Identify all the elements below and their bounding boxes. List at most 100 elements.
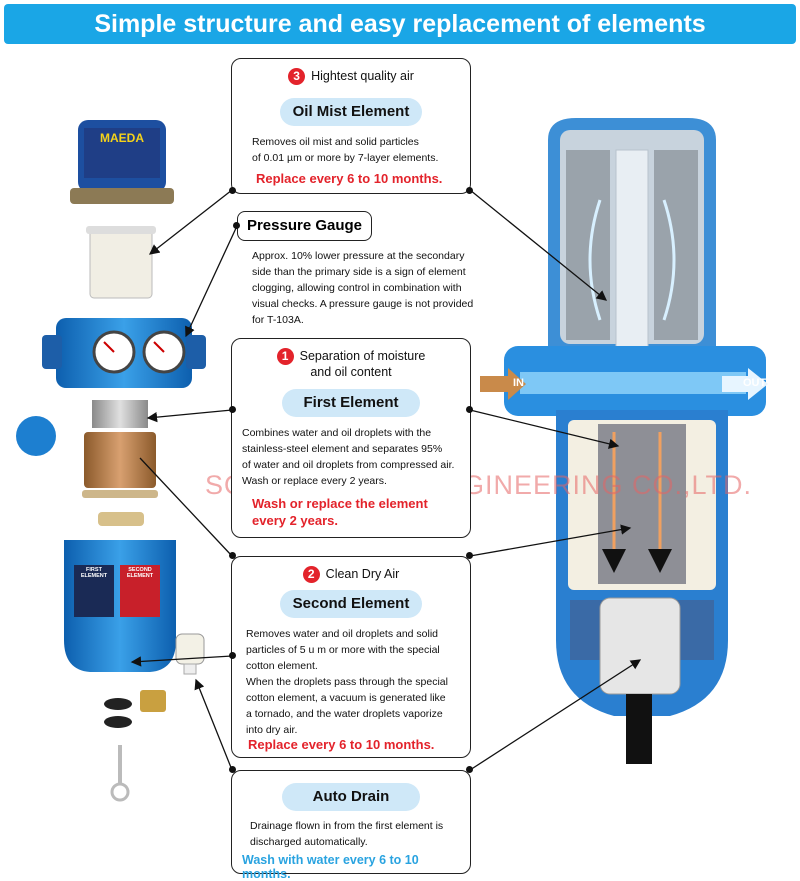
second-element-desc-1: Removes water and oil droplets and solid: [246, 628, 439, 640]
first-element-cartridge: [84, 432, 156, 488]
oil-mist-cartridge: [89, 229, 153, 299]
connector-dot: [229, 187, 236, 194]
connector-dot: [466, 187, 473, 194]
side-valve-badge: [16, 416, 56, 456]
oil-mist-desc-2: of 0.01 µm or more by 7-layer elements.: [252, 152, 439, 164]
connector-gauge: [185, 225, 238, 338]
pressure-gauge-desc-3: clogging, allowing control in combinatio…: [252, 282, 462, 294]
pressure-gauge-desc-4: visual checks. A pressure gauge is not p…: [252, 298, 474, 310]
connector-dot: [466, 766, 473, 773]
connector-dot: [466, 552, 473, 559]
connector-first-left: [146, 409, 233, 423]
drain-valve: [140, 690, 166, 712]
flow-arrow-top-right: [662, 199, 676, 321]
second-element-box: 2 Clean Dry Air Second Element Removes wa…: [231, 556, 471, 758]
element-ring: [82, 490, 158, 498]
connector-dot: [229, 552, 236, 559]
washer-top: [104, 698, 132, 710]
connector-drain-right: [469, 659, 642, 771]
cap-ring: [70, 188, 174, 204]
maeda-label: [84, 128, 160, 178]
first-element-desc-2: stainless-steel element and separates 95…: [242, 443, 443, 455]
gauge-right-needle: [153, 341, 165, 353]
bowl-label-second: [120, 565, 160, 617]
oil-mist-desc-1: Removes oil mist and solid particles: [252, 136, 419, 148]
steel-tube: [92, 400, 148, 428]
second-element-number: 2: [302, 566, 320, 584]
pressure-gauge-desc-2: side than the primary side is a sign of …: [252, 266, 466, 278]
first-element-desc-3: of water and oil droplets from compresse…: [242, 459, 455, 471]
first-element-core: [598, 424, 686, 584]
connector-dot: [466, 406, 473, 413]
cutaway-illustration: [480, 118, 768, 764]
connector-first-right: [469, 409, 620, 449]
connector-dot: [229, 766, 236, 773]
second-element-desc-2: particles of 5 u m or more with the spec…: [246, 644, 440, 656]
first-element-replace-2: every 2 years.: [252, 513, 339, 528]
first-element-replace-1: Wash or replace the element: [252, 496, 428, 511]
first-element-header: 1 Separation of moisture: [232, 348, 470, 366]
page-title: Simple structure and easy replacement of…: [4, 4, 796, 44]
connector-second-right: [469, 524, 632, 557]
brand-label: MAEDA: [100, 131, 144, 145]
in-flow-arrow: [480, 368, 526, 400]
auto-drain-wash: Wash with water every 6 to 10 months.: [242, 853, 419, 881]
connector-drain-left: [194, 678, 233, 771]
connector-first-bottom: [139, 457, 233, 557]
second-element-desc-7: into dry air.: [246, 724, 298, 736]
second-element-desc-3: cotton element.: [246, 660, 318, 672]
connector-second-left: [130, 655, 233, 667]
first-element-number: 1: [276, 348, 294, 366]
connector-oil-mist-left: [148, 189, 233, 255]
oil-mist-box: 3 Hightest quality air Oil Mist Element R…: [231, 58, 471, 194]
oil-mist-replace: Replace every 6 to 10 months.: [256, 171, 443, 186]
first-element-header-2: and oil content: [310, 365, 392, 379]
second-element-title: Second Element: [280, 590, 422, 618]
first-element-header-1: Separation of moisture: [299, 349, 426, 363]
drain-hose: [626, 694, 652, 764]
out-flow-arrow: [722, 368, 768, 400]
connector-oil-mist-right: [469, 189, 608, 301]
auto-drain-stem: [183, 663, 197, 675]
second-element-header: 2 Clean Dry Air: [232, 566, 470, 584]
exploded-product-illustration: [16, 120, 206, 802]
element-ring-lower: [98, 512, 144, 526]
mist-element-right: [654, 150, 698, 340]
center-tube: [615, 149, 649, 351]
pressure-gauge-desc-5: for T-103A.: [252, 314, 304, 326]
oil-mist-header: 3 Hightest quality air: [232, 68, 470, 86]
flow-channel: [520, 372, 746, 394]
oil-mist-header-text: Hightest quality air: [311, 69, 414, 83]
gauge-left-needle: [103, 341, 115, 353]
connector-dot: [229, 652, 236, 659]
connectors: [130, 189, 642, 771]
auto-drain-title: Auto Drain: [282, 783, 420, 811]
first-element-title: First Element: [282, 389, 420, 417]
auto-drain-cutaway: [599, 597, 681, 695]
cup-label-second: SECOND ELEMENT: [126, 567, 154, 579]
mist-element-left: [566, 150, 610, 340]
out-label: OUT: [743, 377, 767, 389]
flow-arrow-top-left: [588, 199, 602, 321]
second-element-desc-4: When the droplets pass through the speci…: [246, 676, 448, 688]
head-inlet-port: [42, 335, 62, 369]
bowl-label-first: [74, 565, 114, 617]
head-outlet-port: [186, 335, 206, 369]
auto-drain-desc-1: Drainage flown in from the first element…: [250, 820, 444, 832]
washer-bottom: [104, 716, 132, 728]
oil-mist-cartridge-top: [86, 226, 156, 234]
drain-ring: [110, 782, 130, 802]
oil-mist-title: Oil Mist Element: [280, 98, 422, 126]
pressure-gauge-desc-1: Approx. 10% lower pressure at the second…: [252, 250, 465, 262]
auto-drain-box: Auto Drain Drainage flown in from the fi…: [231, 770, 471, 881]
second-element-replace: Replace every 6 to 10 months.: [248, 737, 435, 752]
second-element-desc-5: cotton element, a vacuum is generated li…: [246, 692, 446, 704]
oil-mist-number: 3: [288, 68, 306, 86]
cup-label-first: FIRST ELEMENT: [80, 567, 108, 579]
connector-dot: [233, 222, 240, 229]
auto-drain-desc-2: discharged automatically.: [250, 836, 368, 848]
pressure-gauge-title: Pressure Gauge: [237, 211, 372, 241]
second-element-header-text: Clean Dry Air: [325, 567, 400, 581]
